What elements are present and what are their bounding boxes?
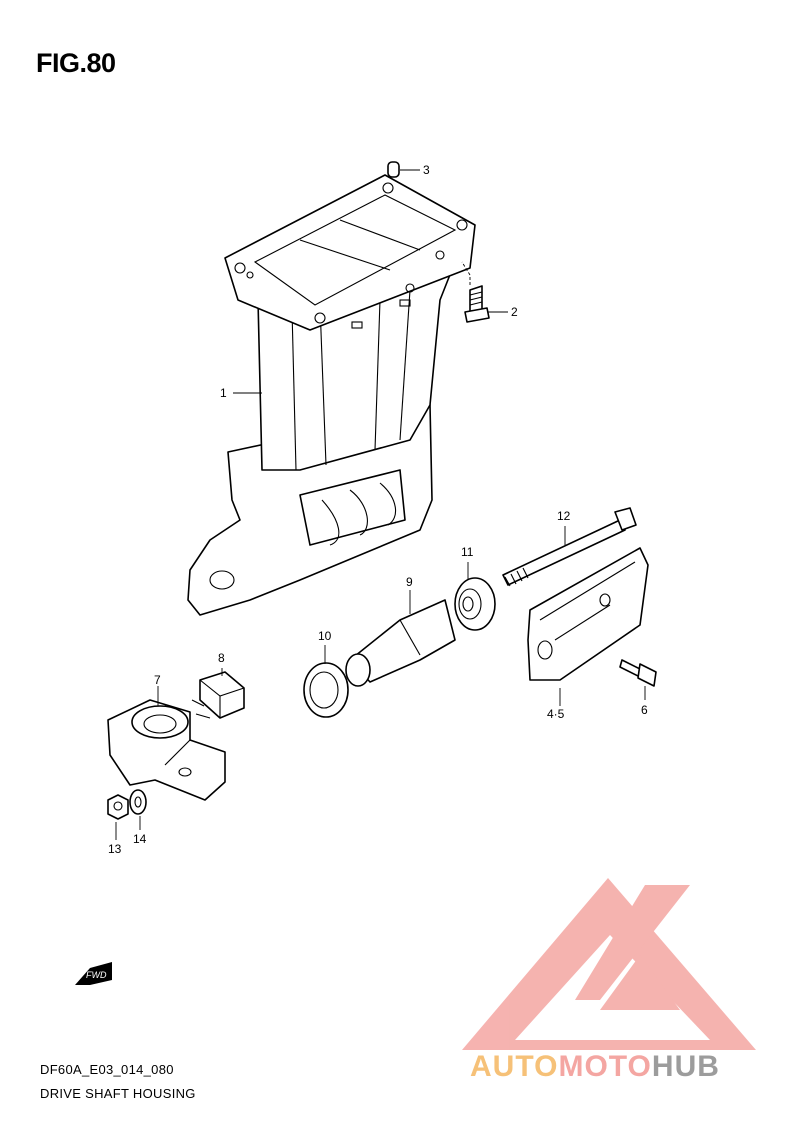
long-bolt-part	[502, 507, 637, 587]
rubber-mount-part	[191, 671, 245, 719]
drive-shaft-housing-part	[187, 174, 476, 616]
callout-4-5: 4·5	[547, 707, 565, 721]
callout-labels: 1 2 3 4·5 6 7 8 9 10 11 12 13 14	[108, 163, 648, 856]
watermark-hub: HUB	[651, 1050, 720, 1083]
watermark-text: AUTOMOTOHUB	[470, 1050, 720, 1084]
callout-3: 3	[423, 163, 430, 177]
dowel-pin-part	[387, 161, 400, 178]
bushing-part	[345, 599, 456, 687]
mount-bracket-part	[107, 699, 226, 801]
callout-9: 9	[406, 575, 413, 589]
seal-part	[303, 662, 349, 718]
callout-2: 2	[511, 305, 518, 319]
figure-title: FIG.80	[36, 48, 116, 78]
callout-10: 10	[318, 629, 332, 643]
callout-13: 13	[108, 842, 122, 856]
nut-part	[107, 794, 129, 820]
seal-ring-part	[454, 577, 496, 631]
washer-part	[129, 789, 147, 815]
forward-direction-badge: FWD	[75, 962, 112, 985]
leader-lines	[115, 169, 646, 840]
callout-7: 7	[154, 673, 161, 687]
callout-11: 11	[461, 545, 474, 559]
callout-12: 12	[557, 509, 571, 523]
callout-8: 8	[218, 651, 225, 665]
bolt-part	[461, 261, 490, 323]
callout-6: 6	[641, 703, 648, 717]
rear-cover-part	[527, 547, 649, 681]
svg-text:FWD: FWD	[86, 970, 107, 980]
watermark-moto: MOTO	[558, 1050, 652, 1083]
watermark-auto: AUTO	[470, 1050, 559, 1083]
figure-name: DRIVE SHAFT HOUSING	[40, 1086, 196, 1101]
figure-code: DF60A_E03_014_080	[40, 1062, 174, 1077]
callout-1: 1	[220, 386, 227, 400]
cover-bolt-part	[619, 659, 657, 687]
watermark-logo	[462, 878, 756, 1050]
callout-14: 14	[133, 832, 147, 846]
